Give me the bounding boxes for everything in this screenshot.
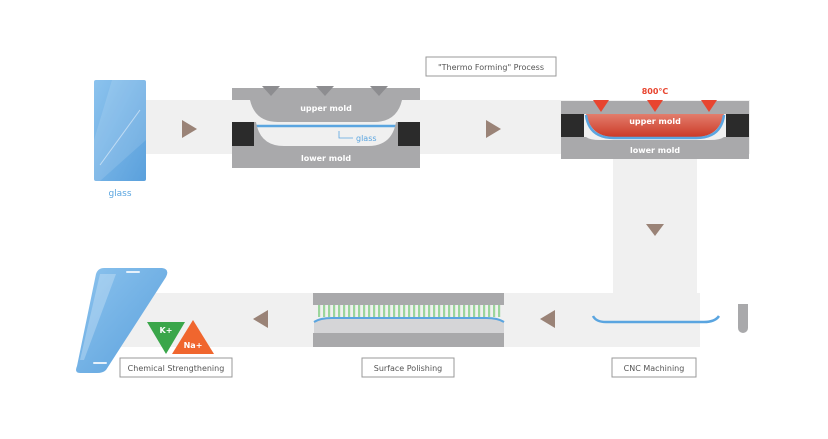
arrow-down-icon (646, 224, 664, 236)
chemical-strengthening-step: K+ Na+ Chemical Strengthening (76, 268, 233, 378)
flat-glass-sheet (94, 80, 146, 181)
temperature-label: 800°C (642, 87, 669, 96)
ion-na-label: Na+ (184, 341, 203, 350)
cnc-label: CNC Machining (624, 364, 685, 373)
chemical-label: Chemical Strengthening (128, 364, 225, 373)
arrow-right-icon (182, 120, 197, 138)
polishing-label: Surface Polishing (374, 364, 443, 373)
polishing-brush (318, 305, 501, 317)
glass-callout-label: glass (356, 134, 377, 143)
mold-assembly-1: upper mold lower mold glass (232, 86, 420, 168)
ion-k-label: K+ (160, 326, 173, 335)
ion-na-icon (172, 320, 214, 354)
process-title-box: "Thermo Forming" Process (425, 56, 557, 77)
curved-phone-glass (76, 268, 168, 373)
arrow-left-icon (540, 310, 555, 328)
cnc-machining-step: CNC Machining (591, 304, 748, 378)
arrow-left-icon (253, 310, 268, 328)
ion-k-icon (147, 322, 185, 354)
surface-polishing-step: Surface Polishing (313, 293, 505, 378)
mold-assembly-heated: 800°C upper mold lower mold (561, 87, 749, 159)
arrow-right-icon (486, 120, 501, 138)
lower-mold-label-heated: lower mold (630, 146, 680, 155)
lower-mold-label: lower mold (301, 154, 351, 163)
upper-mold-label-heated: upper mold (629, 117, 681, 126)
process-title: "Thermo Forming" Process (438, 63, 544, 72)
glass-label: glass (108, 189, 131, 199)
upper-mold-label: upper mold (300, 104, 352, 113)
